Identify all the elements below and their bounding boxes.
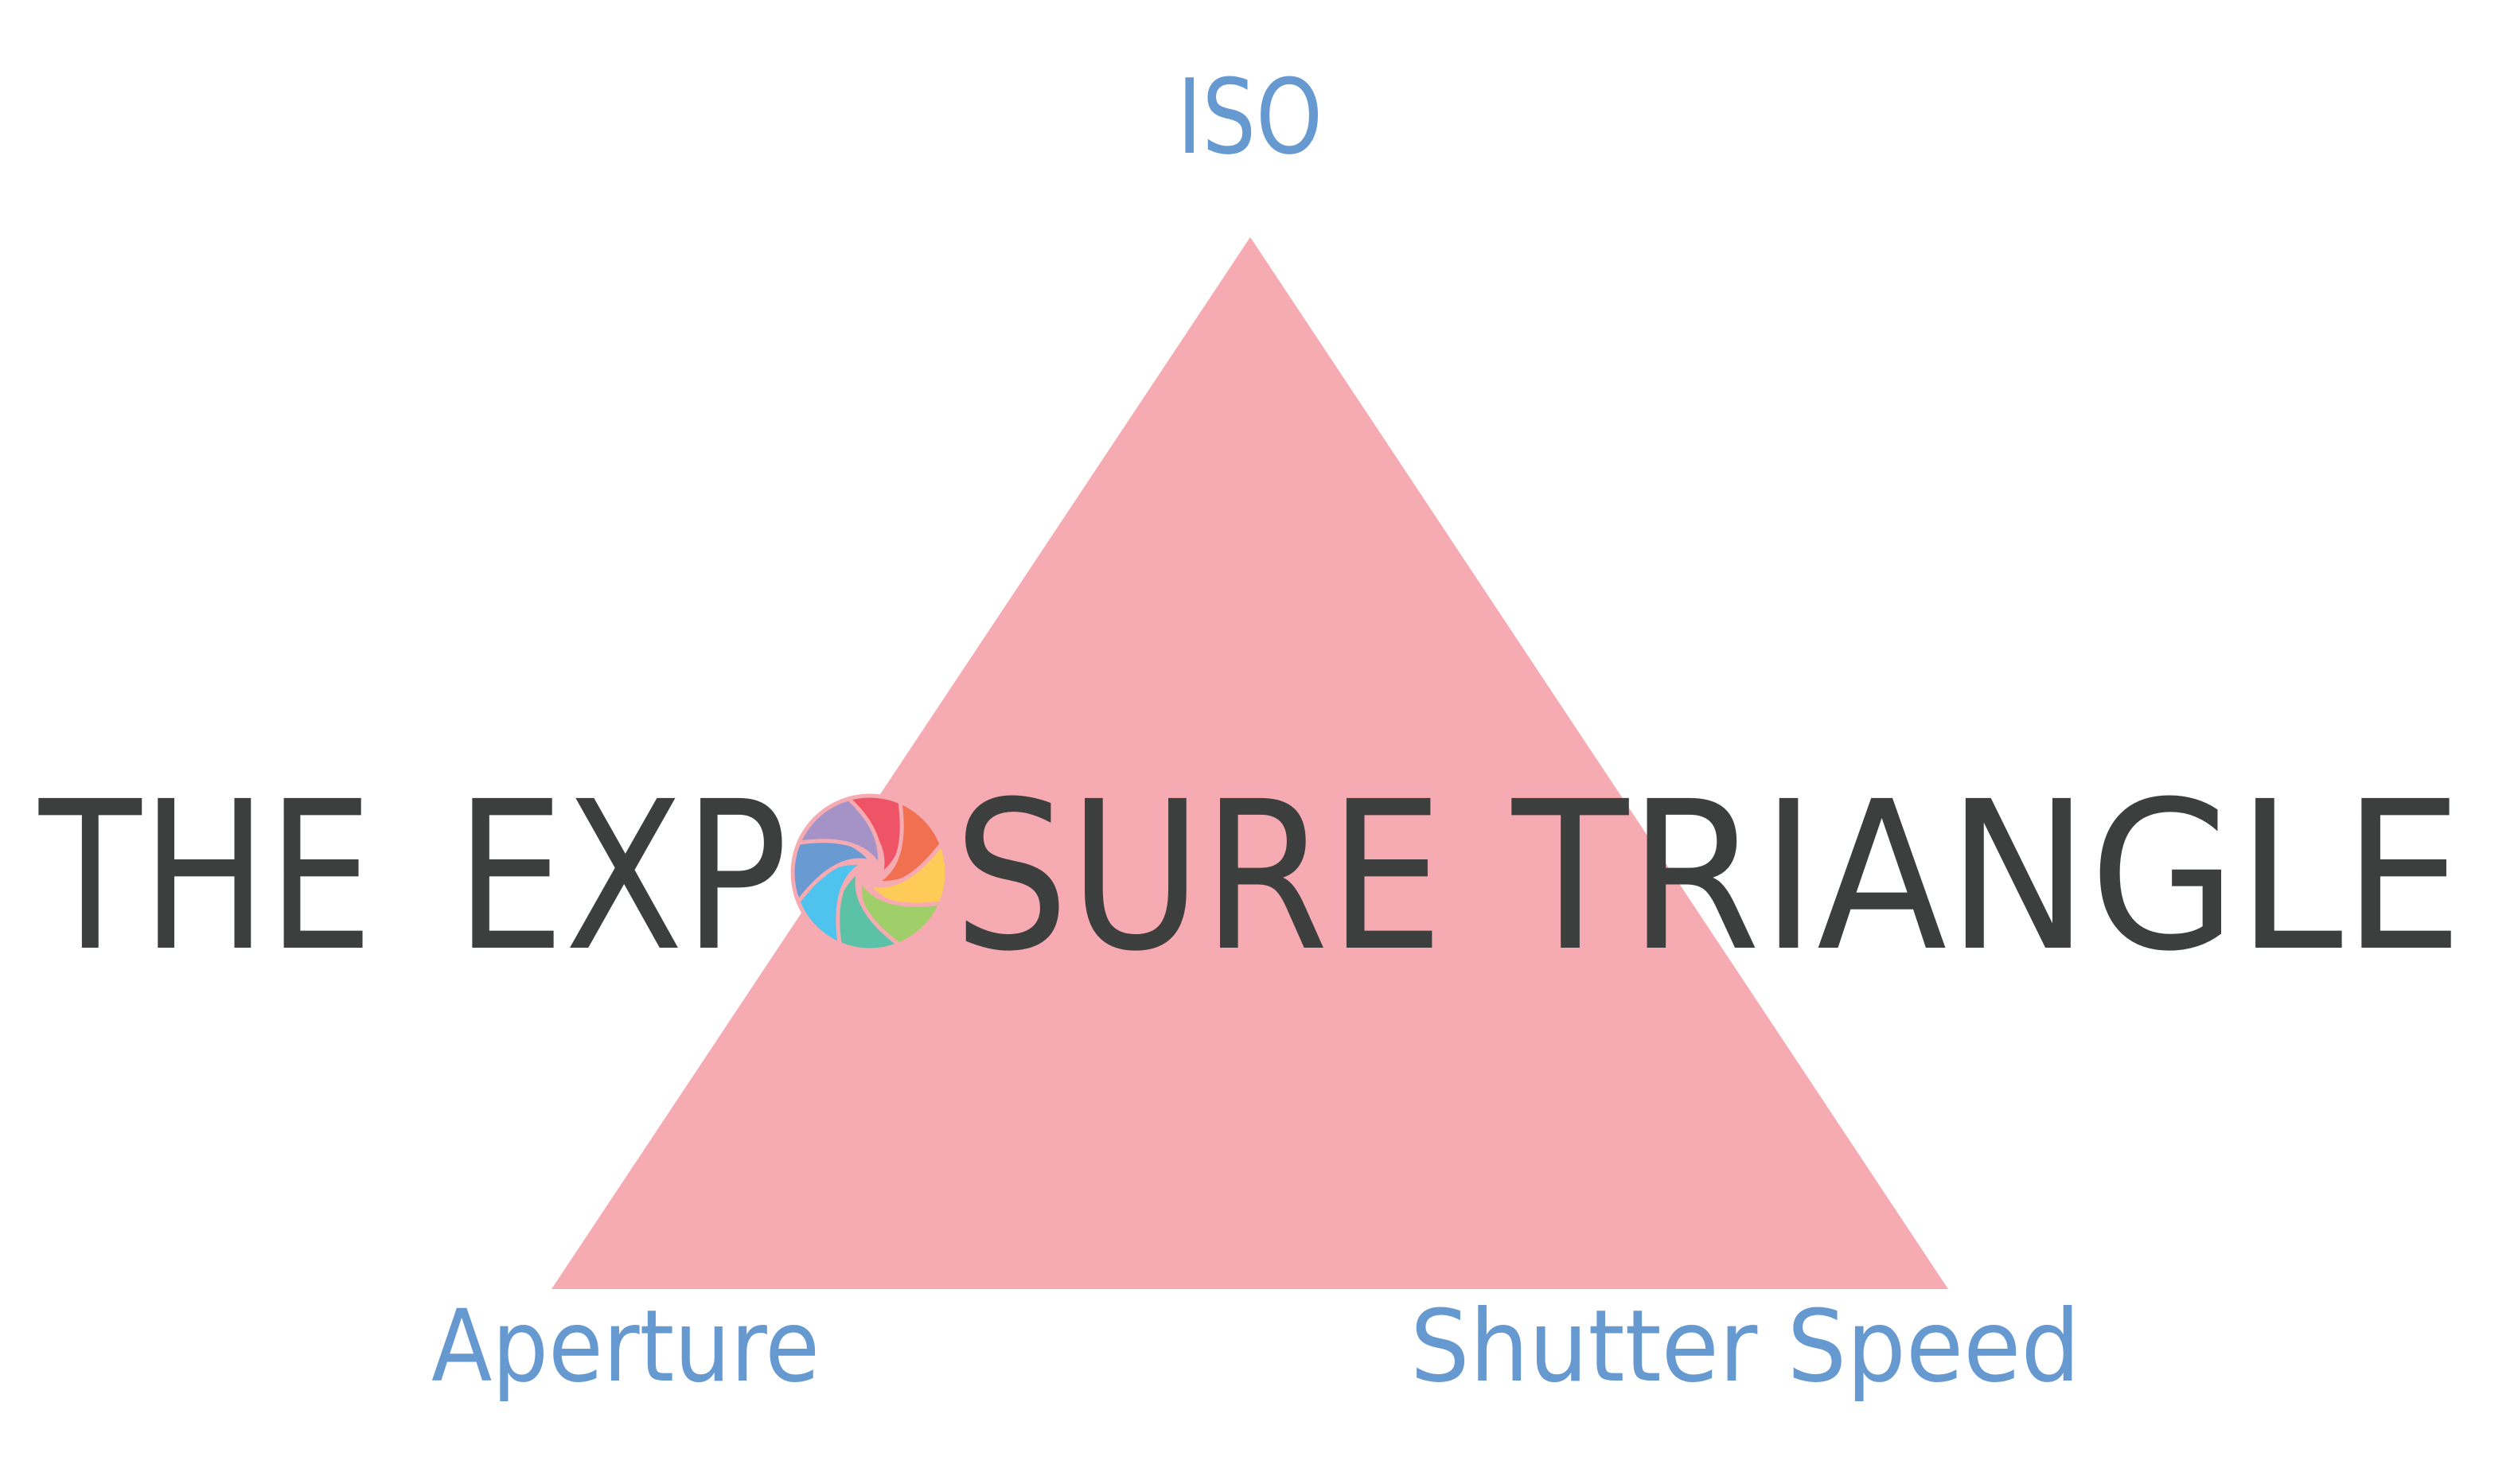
page-title: THE EXP SURE TRIANGLE <box>37 758 2463 996</box>
title-word-triangle: TRIANGLE <box>1509 758 2463 996</box>
title-word-the: THE <box>37 758 373 996</box>
shutter-speed-label: Shutter Speed <box>1410 1289 2080 1404</box>
iso-label: ISO <box>1177 56 1323 177</box>
aperture-label: Aperture <box>431 1289 820 1404</box>
title-word-exp: EXP <box>455 758 788 996</box>
title-word-sure: SURE <box>953 758 1444 996</box>
exposure-triangle <box>552 237 1948 1289</box>
aperture-icon <box>790 793 949 952</box>
aperture-blade <box>797 797 883 870</box>
